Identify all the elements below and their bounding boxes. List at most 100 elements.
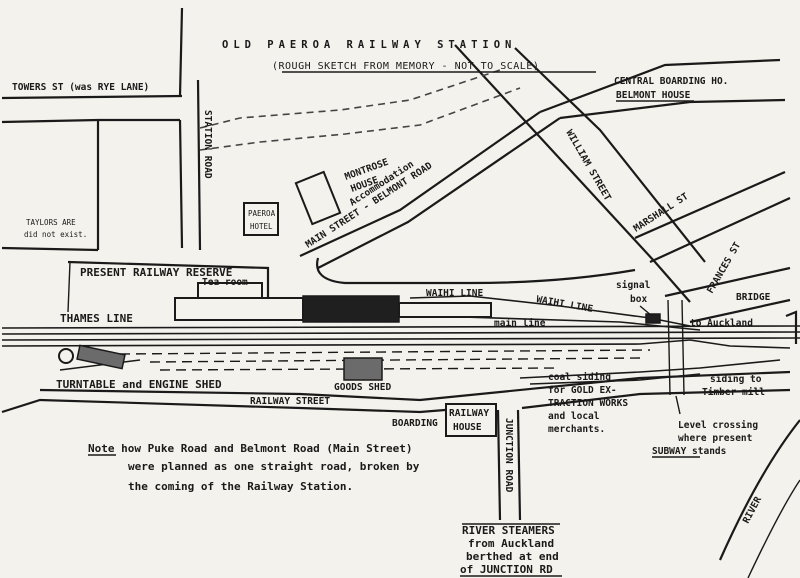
siding-to-mill (519, 359, 781, 379)
montrose-house (294, 170, 342, 226)
river-bank-outer (747, 479, 800, 578)
railway-street-south-east (521, 388, 791, 410)
station-road-label: STATION ROAD (202, 110, 213, 179)
william-street-south (559, 98, 786, 120)
paeroa-label: PAEROA (248, 209, 276, 218)
coal-siding-label-2: for GOLD EX- (548, 385, 617, 396)
siding-label-1: siding to (710, 374, 762, 385)
towers-street-bottom (1, 118, 99, 124)
note-line-2: were planned as one straight road, broke… (128, 460, 420, 473)
signal-pointer (639, 305, 653, 317)
tea-room-label: Tea room (202, 277, 248, 288)
towers-street-label: TOWERS ST (was RYE LANE) (12, 82, 149, 93)
junction-road-label: JUNCTION ROAD (503, 418, 514, 493)
railway-house-label-1: RAILWAY (449, 408, 489, 419)
railway-reserve-label: PRESENT RAILWAY RESERVE (80, 266, 232, 279)
coal-siding-label-1: coal siding (548, 372, 611, 383)
note-line-1: Note how Puke Road and Belmont Road (Mai… (88, 442, 413, 455)
waihi-line-label-1: WAIHI LINE (426, 288, 483, 299)
siding-label-2: Timber mill (702, 387, 765, 398)
level-crossing-west (667, 299, 671, 396)
bridge-label: BRIDGE (736, 292, 771, 303)
street-network (1, 7, 800, 578)
frances-street-north (664, 266, 791, 298)
coal-siding-label-5: merchants. (548, 424, 605, 435)
belmont-house-label: BELMONT HOUSE (616, 90, 691, 101)
siding-dashed-1 (119, 349, 651, 355)
frances-street-label: FRANCES ST (705, 240, 743, 295)
track-3 (1, 337, 800, 341)
siding-dashed-2 (149, 357, 641, 363)
map-subtitle: (ROUGH SKETCH FROM MEMORY - NOT TO SCALE… (272, 61, 539, 72)
towers-street-top (1, 94, 183, 100)
note-line-3: the coming of the Railway Station. (128, 480, 353, 493)
level-crossing-label-1: Level crossing (678, 420, 758, 431)
turntable (58, 348, 74, 364)
signal-label: signal (616, 280, 651, 291)
track-2 (1, 331, 800, 335)
central-diagonal-north (454, 44, 691, 303)
note-lead: Note (88, 442, 115, 455)
taylors-label-2: did not exist. (24, 230, 87, 239)
map-note: Note how Puke Road and Belmont Road (Mai… (88, 442, 420, 493)
dashed-road-upper (199, 69, 501, 129)
william-street-label: WILLIAM STREET (563, 128, 613, 203)
coal-siding-label-4: and local (548, 411, 600, 422)
station-building (174, 297, 304, 321)
junction-road-east (516, 409, 522, 521)
turntable-label: TURNTABLE and ENGINE SHED (56, 378, 222, 391)
signal-box (645, 313, 661, 324)
thames-line-label: THAMES LINE (60, 312, 133, 325)
marshall-street-north (634, 170, 786, 240)
central-boarding-label: CENTRAL BOARDING HO. (614, 76, 728, 87)
railway-house-label-2: HOUSE (453, 422, 482, 433)
hotel-label: HOTEL (250, 222, 273, 231)
steamers-label-3: berthed at end (466, 550, 559, 563)
left-edge (1, 246, 99, 252)
railway-street-south (1, 398, 471, 414)
steamers-label-4: of JUNCTION RD (460, 563, 553, 576)
railway-street-north (39, 370, 791, 402)
junction-road-west (496, 409, 502, 521)
map-title: OLD PAEROA RAILWAY STATION (222, 39, 516, 51)
railway-street-label: RAILWAY STREET (250, 396, 330, 407)
steamers-label-2: from Auckland (468, 537, 554, 550)
goods-shed (343, 357, 383, 381)
dashed-road-lower (199, 87, 521, 151)
station-road-east (196, 79, 202, 251)
station-road-west-lower (178, 119, 184, 249)
marshall-street-label: MARSHALL ST (632, 191, 691, 235)
waihi-line-label-2: WAIHI LINE (535, 294, 594, 315)
to-auckland-label: to Auckland (690, 318, 753, 329)
main-line-label: main line (494, 318, 546, 329)
william-street-north (539, 58, 781, 114)
main-street-loop (316, 257, 636, 285)
station-road-west (178, 7, 184, 97)
track-4 (1, 339, 691, 347)
goods-shed-label: GOODS SHED (334, 382, 391, 393)
railway-tracks (1, 295, 800, 385)
river-bank (718, 419, 800, 561)
frances-street-south (689, 298, 791, 324)
level-crossing-label-3: SUBWAY stands (652, 446, 726, 457)
coal-siding-label-3: TRACTION WORKS (548, 398, 628, 409)
turntable-spur (59, 359, 141, 371)
coal-siding (529, 373, 701, 385)
central-diagonal-south (514, 47, 706, 263)
level-crossing-east (681, 299, 685, 396)
level-crossing-label-2: where present (678, 433, 752, 444)
main-street-north (299, 111, 541, 257)
level-crossing-pointer (675, 395, 681, 415)
engine-shed (76, 344, 126, 370)
reserve-top (67, 260, 270, 300)
buildings (58, 170, 798, 437)
paeroa-hotel (243, 202, 279, 236)
steamers-label-1: RIVER STEAMERS (462, 524, 555, 537)
waihi-line (409, 295, 691, 327)
box-label: box (630, 294, 647, 305)
note-line-1-text: how Puke Road and Belmont Road (Main Str… (115, 442, 413, 455)
track-diverge-east (689, 339, 791, 349)
marshall-street-south (649, 196, 791, 264)
station-platform-block (302, 295, 400, 323)
